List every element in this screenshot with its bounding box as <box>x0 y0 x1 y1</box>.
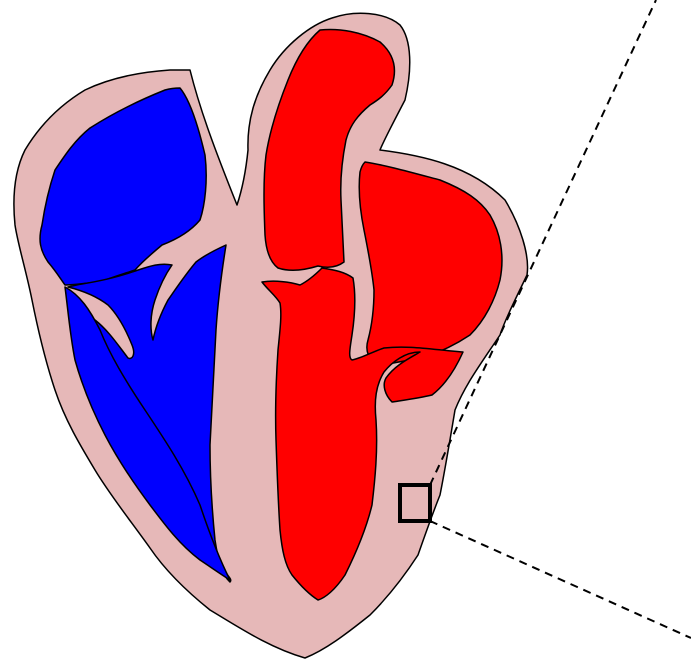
zoom-guide-line-lower <box>430 521 691 638</box>
